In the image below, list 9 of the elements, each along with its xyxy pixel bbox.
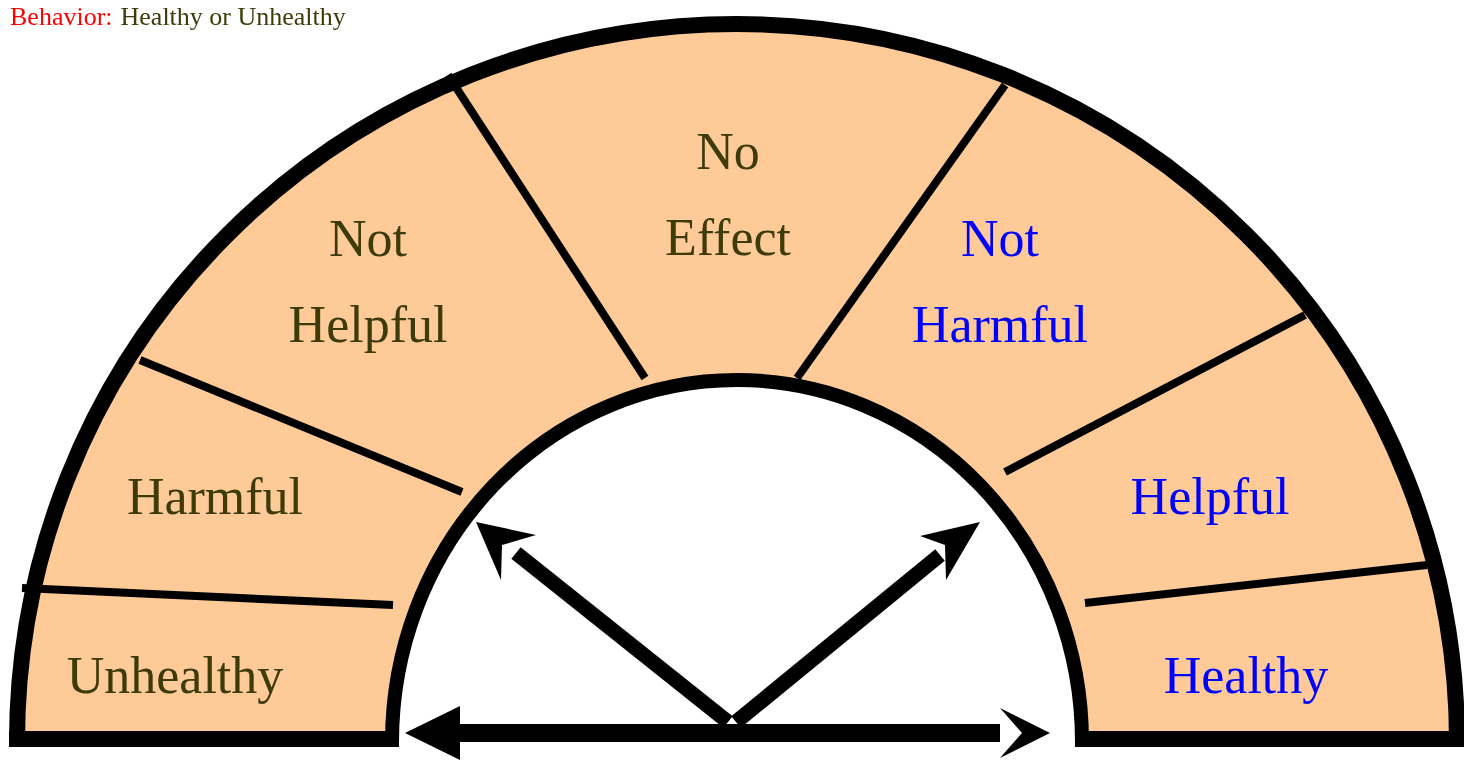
segment-label: No Effect bbox=[638, 109, 818, 281]
segment-label: Unhealthy bbox=[25, 633, 325, 719]
segment-label: Harmful bbox=[85, 454, 345, 540]
title-text: Healthy or Unhealthy bbox=[120, 2, 346, 32]
segment-label: Healthy bbox=[1126, 633, 1366, 719]
title-prefix: Behavior: bbox=[10, 2, 113, 32]
segment-label: Not Helpful bbox=[258, 196, 478, 368]
segment-label: Not Harmful bbox=[870, 196, 1130, 368]
segment-label: Helpful bbox=[1090, 454, 1330, 540]
